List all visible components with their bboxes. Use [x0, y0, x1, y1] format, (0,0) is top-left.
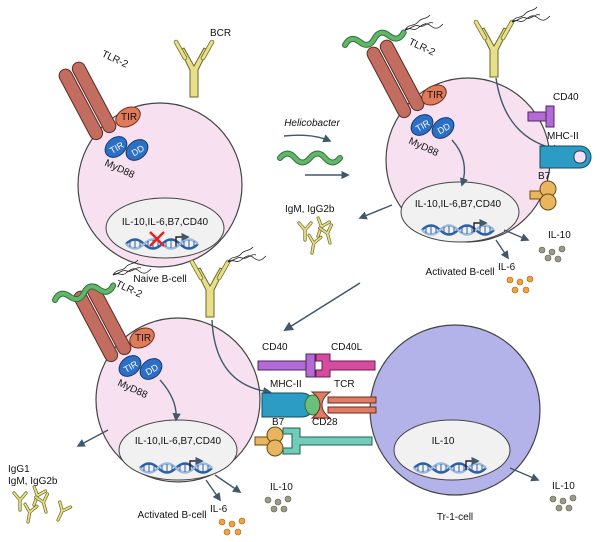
cd40l-molecule: [315, 353, 376, 378]
activated-top-il6-label: IL-6: [498, 262, 516, 273]
activated-bottom-il6-label: IL-6: [210, 504, 228, 515]
naive-b-cell: IL-10,IL-6,B7,CD40 TIR TLR-2 BCR TIR DD …: [56, 28, 243, 285]
activated-top-flagella: [404, 14, 444, 31]
tr1-il10-label: IL-10: [552, 481, 575, 492]
cd28-label: CD28: [312, 417, 338, 428]
activated-bottom-il6-arrow: [205, 479, 221, 502]
tcr-label: TCR: [334, 379, 355, 390]
cd40-head: [305, 353, 316, 378]
activated-bottom-ig-label: IgM, IgG2b: [8, 476, 58, 487]
b7-label: B7: [272, 417, 285, 428]
naive-bcr: [176, 42, 212, 97]
tr1-caption: Tr-1-cell: [437, 512, 473, 523]
activated-top-signal-arrow: [451, 139, 469, 187]
activated-top-antibodies-icon: [297, 216, 338, 256]
activated-bottom-tir-label: TIR: [135, 333, 151, 344]
activated-top-gene-label: IL-10,IL-6,B7,CD40: [415, 199, 502, 210]
activated-bottom-caption: Activated B-cell: [138, 510, 207, 521]
activated-top-il6-dots: [506, 275, 534, 294]
activated-top-bcr: [476, 22, 512, 77]
tr1-gene-label: IL-10: [432, 436, 455, 447]
naive-promoter-arrow: [175, 232, 190, 246]
activated-top-tir: [421, 84, 447, 106]
activated-bottom-bcr-arrow: [211, 319, 272, 396]
activated-top-tir-label: TIR: [427, 90, 443, 101]
naive-cell-caption: Naive B-cell: [133, 274, 186, 285]
activated-top-ig-label: IgM, IgG2b: [285, 204, 335, 215]
activated-top-il10-label: IL-10: [548, 230, 571, 241]
activated-top-ig-arrow: [358, 204, 393, 220]
cd28-molecule: [282, 427, 373, 455]
activated-bottom-bcr: [192, 262, 228, 317]
cd40l-label: CD40L: [331, 342, 363, 353]
activated-top-bacterium-icon: [344, 28, 405, 49]
tcr-chain-a: [327, 396, 377, 404]
activated-top-promoter-arrow: [473, 218, 488, 232]
activated-bottom-il10-dots: [264, 495, 292, 513]
b7-head-bottom: [266, 439, 284, 457]
activated-bottom-promoter-arrow: [189, 456, 204, 470]
activated-bottom-il6-dots: [218, 517, 246, 536]
cd40-cd40l-pair: CD40 CD40L: [257, 342, 376, 378]
mhc2-label: MHC-II: [270, 379, 302, 390]
tcr-head: [310, 391, 332, 419]
naive-tlr2-receptor: [56, 59, 119, 143]
helicobacter-bacterium-icon: [280, 154, 340, 163]
activated-top-il6-arrow: [495, 239, 509, 260]
activated-top-bcr-flagella: [511, 6, 551, 23]
naive-tir-domain: [115, 106, 141, 128]
activated-bottom-ig-arrow: [76, 429, 109, 447]
activated-bottom-signal-arrow: [159, 379, 181, 422]
activated-top-cd40: [527, 105, 555, 128]
naive-nucleus: [105, 197, 225, 259]
activated-top-mhc2-label: MHC-II: [547, 131, 579, 142]
tr1-cell: IL-10 IL-10 Tr-1-cell: [369, 324, 577, 523]
activated-top-cd40-label: CD40: [553, 92, 579, 103]
helicobacter-label: Helicobacter: [284, 118, 340, 129]
naive-gene-label: IL-10,IL-6,B7,CD40: [122, 217, 209, 228]
activated-bottom-il10-arrow: [214, 474, 242, 493]
activated-bottom-il10-label: IL-10: [270, 482, 293, 493]
activated-bottom-gene-label: IL-10,IL-6,B7,CD40: [135, 436, 222, 447]
activated-top-mhc2: [539, 145, 592, 169]
helicobacter-group: Helicobacter: [280, 118, 350, 180]
naive-bcr-label: BCR: [210, 28, 231, 39]
activated-bottom-tir: [129, 327, 155, 349]
naive-myd88: TIR DD MyD88: [103, 136, 149, 181]
activated-bottom-antibodies-icon: [12, 485, 73, 525]
helicobacter-top-arrow: [283, 134, 332, 143]
tr1-il10-arrow: [509, 467, 540, 482]
activated-bottom-igg1-label: IgG1: [8, 464, 30, 475]
tr1-il10-dots: [549, 494, 577, 512]
tr1-promoter-arrow: [465, 456, 480, 470]
mhc2-tcr-pair: MHC-II TCR: [261, 379, 377, 419]
activated-top-il10-arrow: [503, 229, 530, 242]
activated-top-il10-dots: [538, 245, 566, 263]
activated-top-caption: Activated B-cell: [426, 267, 495, 278]
activated-b-cell-top: IL-10,IL-6,B7,CD40 TIR TLR-2 TIR DD MyD8…: [285, 6, 592, 294]
naive-tir-label: TIR: [121, 112, 137, 123]
activated-b-cell-bottom: IL-10,IL-6,B7,CD40 TIR TLR-2 TIR DD MyD8…: [8, 246, 293, 536]
activated-bottom-bcr-flagella: [227, 246, 267, 263]
cd40-stalk: [257, 360, 311, 371]
activated-top-b7: [529, 180, 557, 211]
b7-cd28-pair: B7 CD28: [254, 417, 373, 457]
tcr-chain-b: [327, 406, 377, 414]
naive-block-x-icon: [149, 231, 165, 247]
transition-arrow: [283, 282, 361, 332]
activated-top-tlr2-label: TLR-2: [407, 37, 437, 59]
activated-top-b7-label: B7: [538, 171, 551, 182]
naive-tlr2-label: TLR-2: [100, 49, 130, 71]
cd40-label: CD40: [262, 342, 288, 353]
